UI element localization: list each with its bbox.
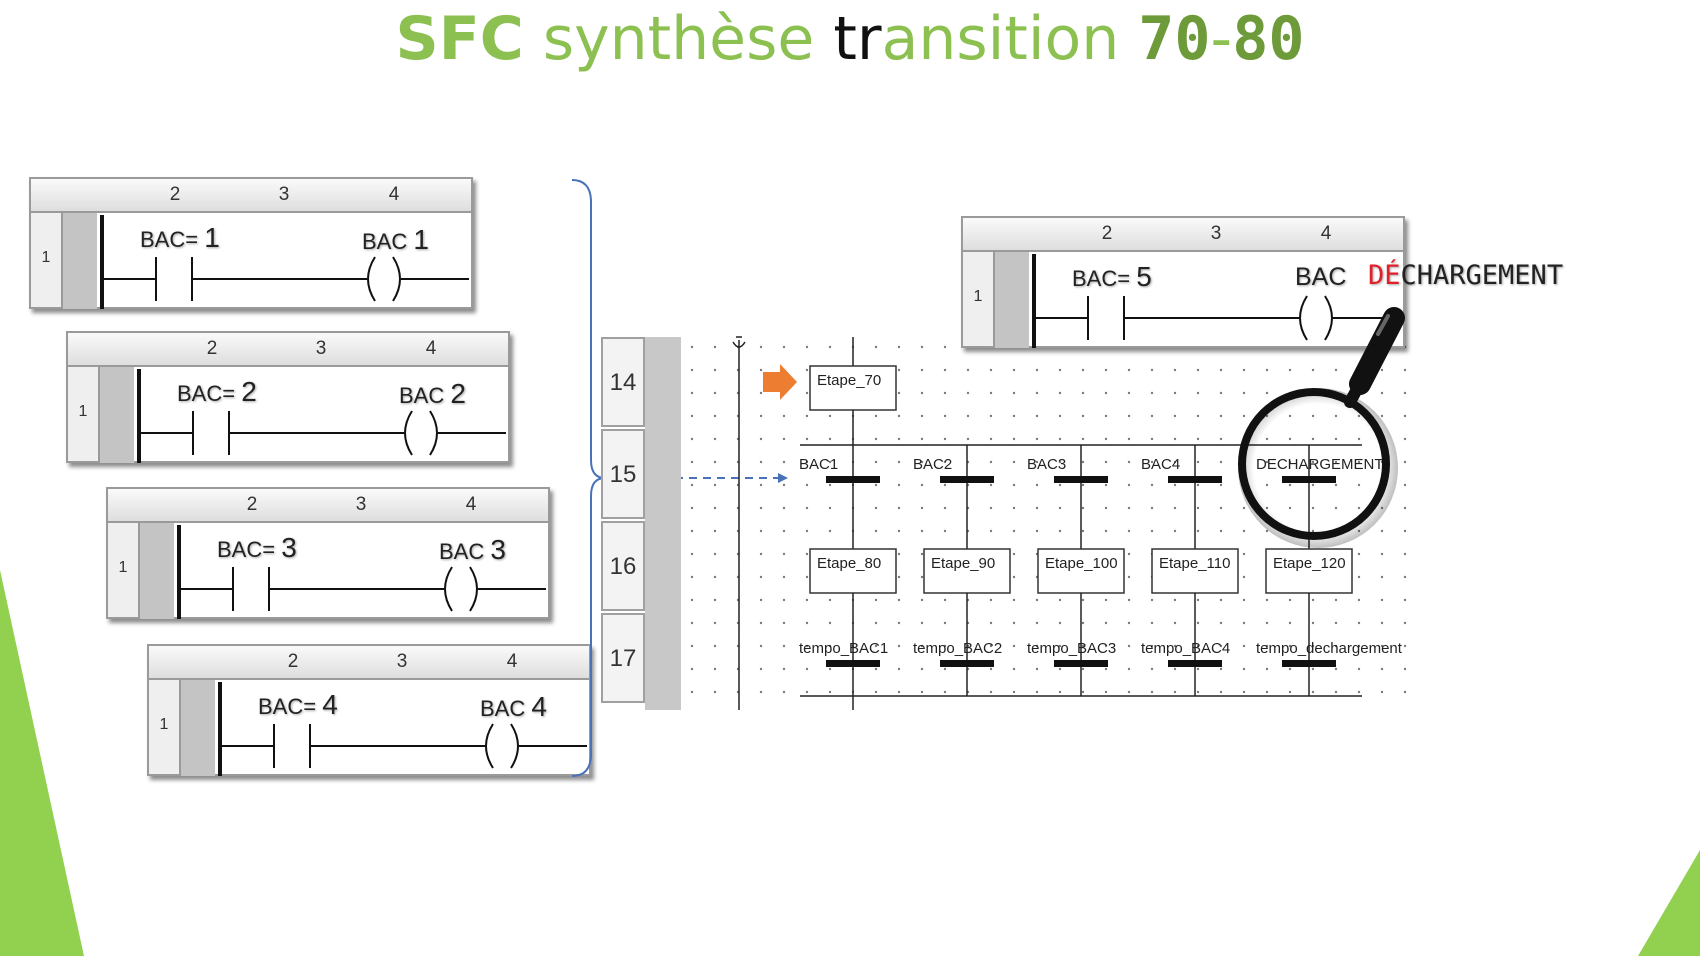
transition-bac3: BAC3 xyxy=(1027,456,1067,473)
title-num-80: 80 xyxy=(1232,4,1305,74)
transition-tempo-bac4: tempo_BAC4 xyxy=(1141,640,1231,657)
transition-tempo-dechargement: tempo_dechargement xyxy=(1256,640,1402,657)
ladder-rung-4: 2 3 4 1 BAC= 4 BAC 4 xyxy=(147,644,591,776)
col-4-header: 4 xyxy=(354,333,510,365)
left-green-corner xyxy=(0,570,84,956)
coil-label: BAC 3 xyxy=(439,534,506,565)
col-4-header: 4 xyxy=(394,489,550,521)
step-etape-70-box xyxy=(809,365,897,411)
row-17: 17 xyxy=(601,613,645,703)
rail-symbol xyxy=(732,341,746,348)
row-number: 1 xyxy=(147,680,181,776)
coil-label-dechargement: DÉCHARGEMENT xyxy=(1368,260,1564,291)
ladder-header: 2 3 4 xyxy=(29,177,473,213)
coil-label: BAC 2 xyxy=(399,378,466,409)
col-2-header: 2 xyxy=(176,489,330,521)
branch-4 xyxy=(1151,445,1239,696)
sfc-row-numbers: 14 15 16 17 xyxy=(601,337,681,710)
step-etape-110: Etape_110 xyxy=(1159,555,1231,572)
rung-body xyxy=(97,213,473,309)
row-number: 1 xyxy=(29,213,63,309)
slide-title: SFC synthèse transition 70-80 xyxy=(0,2,1700,76)
col-3-header: 3 xyxy=(1183,218,1251,250)
transition-tempo-bac2: tempo_BAC2 xyxy=(913,640,1003,657)
transition-tempo-bac3: tempo_BAC3 xyxy=(1027,640,1117,657)
step-etape-70: Etape_70 xyxy=(817,372,882,389)
title-dash: - xyxy=(1210,4,1233,74)
col-4-header: 4 xyxy=(435,646,591,678)
ladder-rung-2: 2 3 4 1 BAC= 2 BAC 2 xyxy=(66,331,510,463)
contact-label: BAC= 5 xyxy=(1072,261,1152,292)
transition-bac2: BAC2 xyxy=(913,456,953,473)
col-2-header: 2 xyxy=(217,646,371,678)
ladder-rung-3: 2 3 4 1 BAC= 3 BAC 3 xyxy=(106,487,550,619)
ladder-header: 2 3 4 xyxy=(106,487,550,523)
row-gutter xyxy=(63,213,97,309)
ladder-header: 2 3 4 xyxy=(147,644,591,680)
title-ansition: ansition xyxy=(881,4,1139,74)
row-number: 1 xyxy=(961,252,995,348)
branch-2 xyxy=(923,445,1011,696)
rung-body xyxy=(134,367,510,463)
branch-1 xyxy=(809,445,897,710)
row-number: 1 xyxy=(106,523,140,619)
row-gutter xyxy=(995,252,1029,348)
contact-label: BAC= 3 xyxy=(217,532,297,563)
title-sfc: SFC xyxy=(395,4,524,74)
contact-label: BAC= 2 xyxy=(177,376,257,407)
orange-arrow-icon xyxy=(763,364,797,400)
col-2-header: 2 xyxy=(99,179,253,211)
coil-left-arc xyxy=(367,256,376,302)
contact-label: BAC= 4 xyxy=(258,689,338,720)
step-etape-100: Etape_100 xyxy=(1045,555,1118,572)
ladder-header: 2 3 4 xyxy=(961,216,1405,252)
right-green-corner xyxy=(1638,850,1700,956)
row-gutter xyxy=(140,523,174,619)
col-4-header: 4 xyxy=(317,179,473,211)
contact-label: BAC= 1 xyxy=(140,222,220,253)
ladder-rung-5: 2 3 4 1 BAC= 5 BAC xyxy=(961,216,1405,348)
rung-body xyxy=(1029,252,1405,348)
branch-3 xyxy=(1037,445,1125,696)
title-num-70: 70 xyxy=(1138,4,1211,74)
col-3-header: 3 xyxy=(369,646,437,678)
step-etape-120: Etape_120 xyxy=(1273,555,1346,572)
row-gutter xyxy=(100,367,134,463)
col-4-header: 4 xyxy=(1249,218,1405,250)
row-16: 16 xyxy=(601,521,645,611)
col-2-header: 2 xyxy=(1031,218,1185,250)
coil-right-arc xyxy=(392,256,401,302)
transition-dechargement: DECHARGEMENT xyxy=(1256,456,1384,473)
transition-tempo-bac1: tempo_BAC1 xyxy=(799,640,889,657)
rung-wiring xyxy=(177,525,546,619)
step-etape-90: Etape_90 xyxy=(931,555,996,572)
step-etape-80: Etape_80 xyxy=(817,555,882,572)
ladder-rung-1: 2 3 4 1 BAC= 1 BAC 1 xyxy=(29,177,473,309)
row-15: 15 xyxy=(601,429,645,519)
row-14: 14 xyxy=(601,337,645,427)
coil-label-bac: BAC xyxy=(1295,263,1347,291)
title-tr: tr xyxy=(833,4,882,74)
row-gutter xyxy=(645,337,681,710)
rung-wiring xyxy=(100,215,469,309)
transition-bac4: BAC4 xyxy=(1141,456,1181,473)
coil-label: BAC 4 xyxy=(480,691,547,722)
col-2-header: 2 xyxy=(136,333,290,365)
title-synthese: synthèse xyxy=(523,4,834,74)
coil-label: BAC 1 xyxy=(362,224,429,255)
rung-body xyxy=(174,523,550,619)
transition-bac1: BAC1 xyxy=(799,456,839,473)
row-number: 1 xyxy=(66,367,100,463)
ladder-header: 2 3 4 xyxy=(66,331,510,367)
row-gutter xyxy=(181,680,215,776)
rung-wiring xyxy=(137,369,506,463)
rung-wiring xyxy=(1032,254,1401,348)
